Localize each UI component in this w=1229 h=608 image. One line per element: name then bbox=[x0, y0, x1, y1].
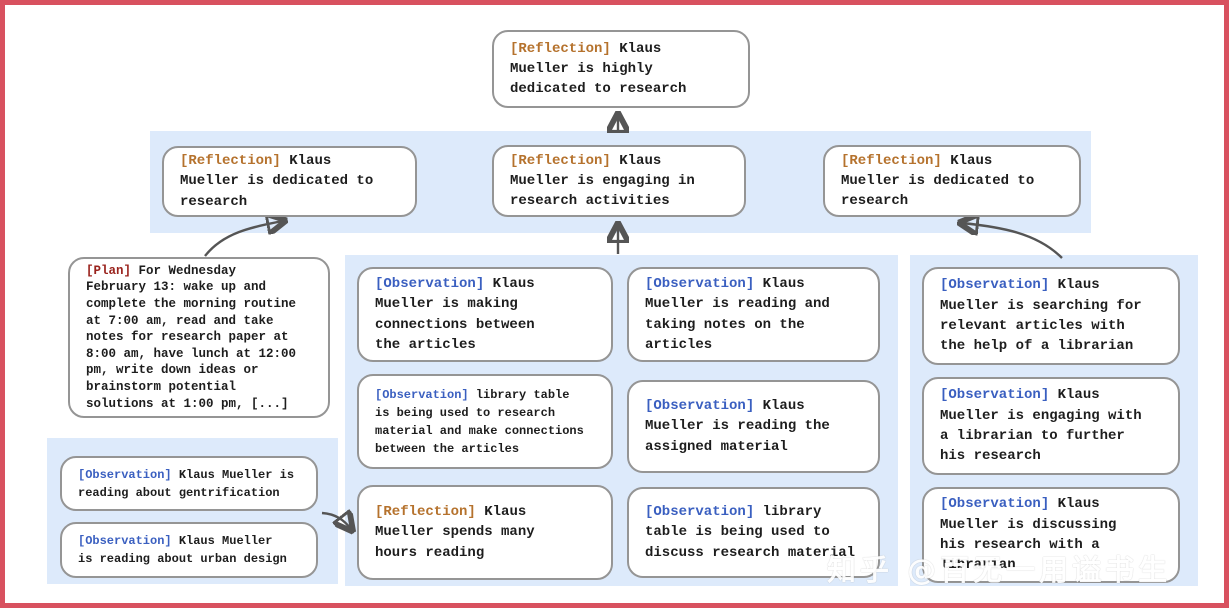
node-right-observation-searching-articles: [Observation] Klaus Mueller is searching… bbox=[922, 267, 1180, 365]
node-body: Klaus Mueller is reading about urban des… bbox=[78, 534, 287, 566]
node-text: [Reflection] Klaus Mueller is dedicated … bbox=[180, 151, 400, 212]
node-root-reflection: [Reflection] Klaus Mueller is highly ded… bbox=[492, 30, 750, 108]
node-body: For Wednesday February 13: wake up and c… bbox=[86, 263, 297, 411]
node-right-observation-discussing-research: [Observation] Klaus Mueller is discussin… bbox=[922, 487, 1180, 583]
node-body: Klaus Mueller is dedicated to research bbox=[841, 152, 1035, 210]
node-body: library table is being used to discuss r… bbox=[645, 504, 856, 561]
zhihu-watermark: 知乎 @百无一用谥书生 bbox=[827, 553, 1172, 587]
observation-tag: [Observation] bbox=[940, 277, 1050, 294]
reflection-tag: [Reflection] bbox=[510, 40, 611, 57]
observation-tag: [Observation] bbox=[940, 496, 1050, 513]
node-mid-observation-library-research: [Observation] library table is being use… bbox=[357, 374, 613, 469]
observation-tag: [Observation] bbox=[375, 387, 469, 402]
node-left-observation-gentrification: [Observation] Klaus Mueller is reading a… bbox=[60, 456, 318, 511]
node-mid-observation-connections: [Observation] Klaus Mueller is making co… bbox=[357, 267, 613, 362]
observation-tag: [Observation] bbox=[375, 275, 485, 292]
node-body: Klaus Mueller is engaging in research ac… bbox=[510, 152, 695, 210]
node-plan: [Plan] For Wednesday February 13: wake u… bbox=[68, 257, 330, 418]
observation-tag: [Observation] bbox=[645, 275, 755, 292]
node-body: Klaus Mueller is reading and taking note… bbox=[645, 275, 830, 353]
node-text: [Observation] Klaus Mueller is discussin… bbox=[940, 494, 1163, 575]
node-right-observation-engaging-librarian: [Observation] Klaus Mueller is engaging … bbox=[922, 377, 1180, 475]
node-text: [Reflection] Klaus Mueller is engaging i… bbox=[510, 151, 729, 212]
node-l2-right-reflection: [Reflection] Klaus Mueller is dedicated … bbox=[823, 145, 1081, 217]
node-body: Klaus Mueller is highly dedicated to res… bbox=[510, 40, 687, 98]
node-body: Klaus Mueller is searching for relevant … bbox=[940, 277, 1142, 355]
node-mid2-observation-assigned-material: [Observation] Klaus Mueller is reading t… bbox=[627, 380, 880, 473]
observation-tag: [Observation] bbox=[645, 398, 755, 415]
node-text: [Observation] Klaus Mueller is making co… bbox=[375, 274, 596, 355]
node-body: Klaus Mueller is discussing his research… bbox=[940, 496, 1117, 574]
node-mid2-observation-taking-notes: [Observation] Klaus Mueller is reading a… bbox=[627, 267, 880, 362]
node-mid2-observation-discuss-material: [Observation] library table is being use… bbox=[627, 487, 880, 578]
observation-tag: [Observation] bbox=[940, 387, 1050, 404]
node-text: [Observation] Klaus Mueller is reading a… bbox=[78, 532, 301, 568]
node-body: Klaus Mueller is reading the assigned ma… bbox=[645, 398, 830, 455]
node-text: [Observation] Klaus Mueller is reading t… bbox=[645, 396, 863, 457]
node-l2-left-reflection: [Reflection] Klaus Mueller is dedicated … bbox=[162, 146, 417, 217]
node-body: library table is being used to research … bbox=[375, 387, 584, 456]
node-text: [Observation] Klaus Mueller is searching… bbox=[940, 275, 1163, 356]
node-text: [Observation] Klaus Mueller is engaging … bbox=[940, 385, 1163, 466]
node-body: Klaus Mueller is reading about gentrific… bbox=[78, 467, 295, 500]
observation-tag: [Observation] bbox=[645, 504, 755, 521]
reflection-tag: [Reflection] bbox=[180, 153, 281, 170]
node-left-observation-urban-design: [Observation] Klaus Mueller is reading a… bbox=[60, 522, 318, 578]
node-mid-reflection-hours-reading: [Reflection] Klaus Mueller spends many h… bbox=[357, 485, 613, 580]
observation-tag: [Observation] bbox=[78, 534, 172, 548]
reflection-tag: [Reflection] bbox=[375, 504, 476, 521]
node-body: Klaus Mueller is dedicated to research bbox=[180, 153, 374, 210]
plan-tag: [Plan] bbox=[86, 263, 132, 278]
node-body: Klaus Mueller spends many hours reading bbox=[375, 504, 535, 561]
reflection-tag: [Reflection] bbox=[841, 152, 942, 169]
reflection-tag: [Reflection] bbox=[510, 152, 611, 169]
node-l2-mid-reflection: [Reflection] Klaus Mueller is engaging i… bbox=[492, 145, 746, 217]
node-body: Klaus Mueller is engaging with a librari… bbox=[940, 387, 1142, 465]
node-body: Klaus Mueller is making connections betw… bbox=[375, 275, 535, 353]
node-text: [Plan] For Wednesday February 13: wake u… bbox=[86, 263, 313, 413]
node-text: [Observation] library table is being use… bbox=[645, 502, 863, 563]
node-text: [Observation] Klaus Mueller is reading a… bbox=[78, 466, 301, 502]
node-text: [Reflection] Klaus Mueller is dedicated … bbox=[841, 151, 1064, 212]
node-text: [Reflection] Klaus Mueller is highly ded… bbox=[510, 39, 733, 100]
node-text: [Observation] Klaus Mueller is reading a… bbox=[645, 274, 863, 355]
node-text: [Observation] library table is being use… bbox=[375, 386, 596, 458]
node-text: [Reflection] Klaus Mueller spends many h… bbox=[375, 502, 596, 563]
observation-tag: [Observation] bbox=[78, 467, 172, 482]
